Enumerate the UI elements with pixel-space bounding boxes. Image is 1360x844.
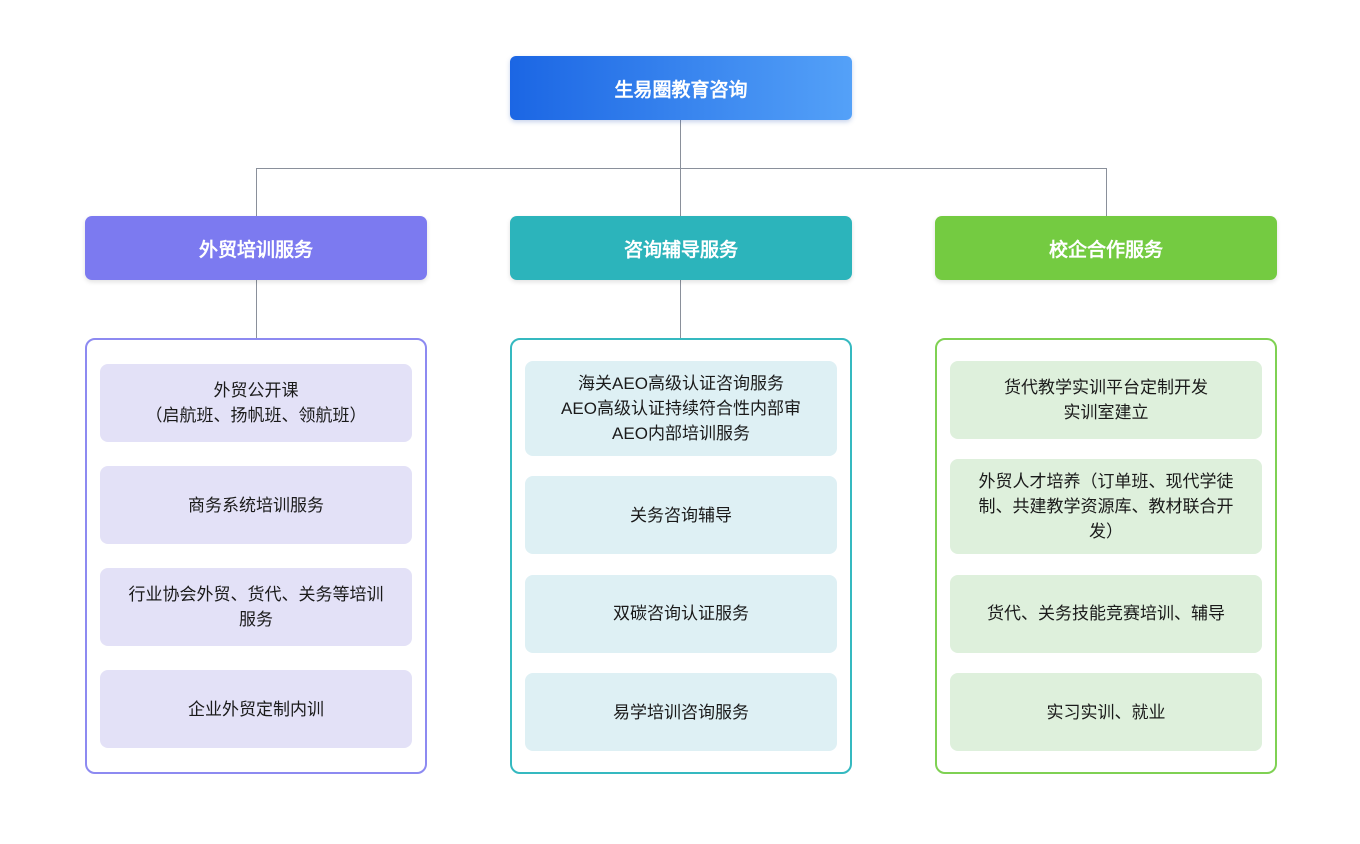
service-item-text: AEO内部培训服务 [612, 423, 750, 443]
connector-middle-header-to-container [680, 280, 681, 338]
service-item-text: 外贸人才培养（订单班、现代学徒制、共建教学资源库、教材联合开发） [978, 472, 1234, 542]
branch-school-enterprise: 校企合作服务 货代教学实训平台定制开发 实训室建立 外贸人才培养（订单班、现代学… [935, 216, 1277, 774]
service-item-text: 企业外贸定制内训 [188, 699, 324, 719]
branch-container-school-enterprise: 货代教学实训平台定制开发 实训室建立 外贸人才培养（订单班、现代学徒制、共建教学… [935, 338, 1277, 774]
branch-container-trade-training: 外贸公开课 （启航班、扬帆班、领航班） 商务系统培训服务 行业协会外贸、货代、关… [85, 338, 427, 774]
service-item: 行业协会外贸、货代、关务等培训服务 [100, 568, 412, 646]
service-item-text: 海关AEO高级认证咨询服务 [578, 373, 784, 393]
service-item: 双碳咨询认证服务 [525, 574, 837, 653]
service-item-text: 双碳咨询认证服务 [613, 604, 749, 624]
connector-root-down [680, 120, 681, 168]
branch-header-label: 咨询辅导服务 [623, 239, 738, 261]
service-item-text: 易学培训咨询服务 [613, 702, 749, 722]
service-item-text: 货代教学实训平台定制开发 [1004, 377, 1208, 397]
root-node: 生易圈教育咨询 [510, 56, 852, 120]
branch-trade-training: 外贸培训服务 外贸公开课 （启航班、扬帆班、领航班） 商务系统培训服务 行业协会… [85, 216, 427, 774]
branch-header-school-enterprise: 校企合作服务 [935, 216, 1277, 280]
root-node-label: 生易圈教育咨询 [614, 79, 748, 101]
service-item-text: （启航班、扬帆班、领航班） [145, 406, 367, 425]
service-item-text: 关务咨询辅导 [630, 505, 732, 525]
connector-left-header-to-container [256, 280, 257, 338]
service-item: 货代、关务技能竞赛培训、辅导 [950, 574, 1262, 653]
branch-consulting: 咨询辅导服务 海关AEO高级认证咨询服务 AEO高级认证持续符合性内部审 AEO… [510, 216, 852, 774]
connector-drop-middle [680, 168, 681, 216]
service-item: 商务系统培训服务 [100, 466, 412, 544]
service-item: 实习实训、就业 [950, 673, 1262, 752]
service-item: 货代教学实训平台定制开发 实训室建立 [950, 360, 1262, 439]
connector-horizontal [256, 168, 1106, 169]
branch-header-trade-training: 外贸培训服务 [85, 216, 427, 280]
connector-drop-right [1106, 168, 1107, 216]
service-item: 企业外贸定制内训 [100, 670, 412, 748]
service-item-text: 商务系统培训服务 [188, 495, 324, 515]
service-item: 海关AEO高级认证咨询服务 AEO高级认证持续符合性内部审 AEO内部培训服务 [525, 360, 837, 456]
service-item-text: 实训室建立 [1063, 402, 1149, 422]
branch-header-label: 外贸培训服务 [198, 239, 313, 261]
service-item-text: 行业协会外贸、货代、关务等培训服务 [128, 585, 384, 629]
service-item: 外贸人才培养（订单班、现代学徒制、共建教学资源库、教材联合开发） [950, 459, 1262, 555]
service-item: 关务咨询辅导 [525, 476, 837, 555]
service-item-text: 货代、关务技能竞赛培训、辅导 [987, 604, 1225, 624]
service-item-text: 外贸公开课 [213, 381, 299, 400]
service-item-text: 实习实训、就业 [1046, 702, 1166, 722]
service-item: 外贸公开课 （启航班、扬帆班、领航班） [100, 364, 412, 442]
branch-container-consulting: 海关AEO高级认证咨询服务 AEO高级认证持续符合性内部审 AEO内部培训服务 … [510, 338, 852, 774]
branch-header-label: 校企合作服务 [1048, 239, 1163, 261]
connector-drop-left [256, 168, 257, 216]
branch-header-consulting: 咨询辅导服务 [510, 216, 852, 280]
service-item-text: AEO高级认证持续符合性内部审 [561, 398, 801, 418]
service-item: 易学培训咨询服务 [525, 673, 837, 752]
